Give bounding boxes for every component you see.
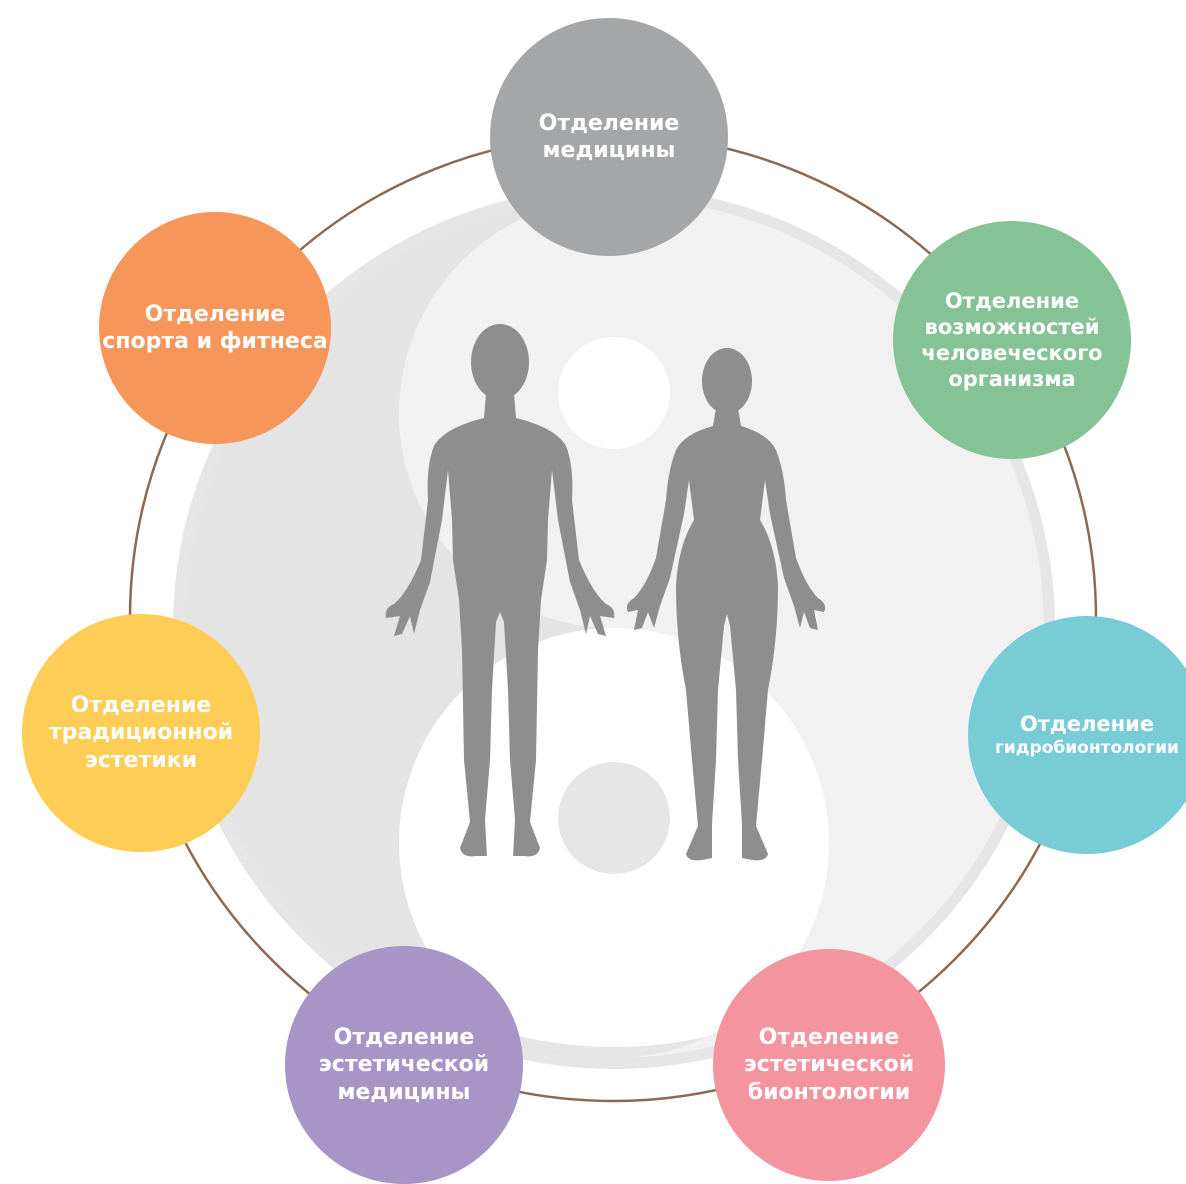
female-silhouette-icon bbox=[626, 348, 826, 861]
department-human-capabilities[interactable]: Отделение возможностей человеческого орг… bbox=[893, 221, 1131, 459]
department-hydrobiontology[interactable]: Отделение гидробионтологии bbox=[968, 616, 1186, 854]
department-aesthetic-biontology-label: Отделение эстетической бионтологии bbox=[743, 1024, 915, 1105]
male-silhouette-icon bbox=[385, 324, 615, 857]
department-medicine-label: Отделение медицины bbox=[538, 110, 680, 164]
department-medicine[interactable]: Отделение медицины bbox=[490, 18, 728, 256]
department-aesthetic-biontology[interactable]: Отделение эстетической бионтологии bbox=[713, 949, 945, 1181]
department-sport-fitness-label: Отделение спорта и фитнеса bbox=[102, 301, 328, 355]
department-traditional-aesthetics[interactable]: Отделение традиционной эстетики bbox=[22, 614, 260, 852]
department-aesthetic-medicine[interactable]: Отделение эстетической медицины bbox=[285, 946, 523, 1184]
department-hydrobiontology-label: Отделение гидробионтологии bbox=[995, 712, 1179, 758]
department-human-capabilities-label: Отделение возможностей человеческого орг… bbox=[921, 288, 1103, 392]
department-sport-fitness[interactable]: Отделение спорта и фитнеса bbox=[99, 212, 331, 444]
department-traditional-aesthetics-label: Отделение традиционной эстетики bbox=[48, 692, 234, 773]
department-aesthetic-medicine-label: Отделение эстетической медицины bbox=[318, 1024, 490, 1105]
